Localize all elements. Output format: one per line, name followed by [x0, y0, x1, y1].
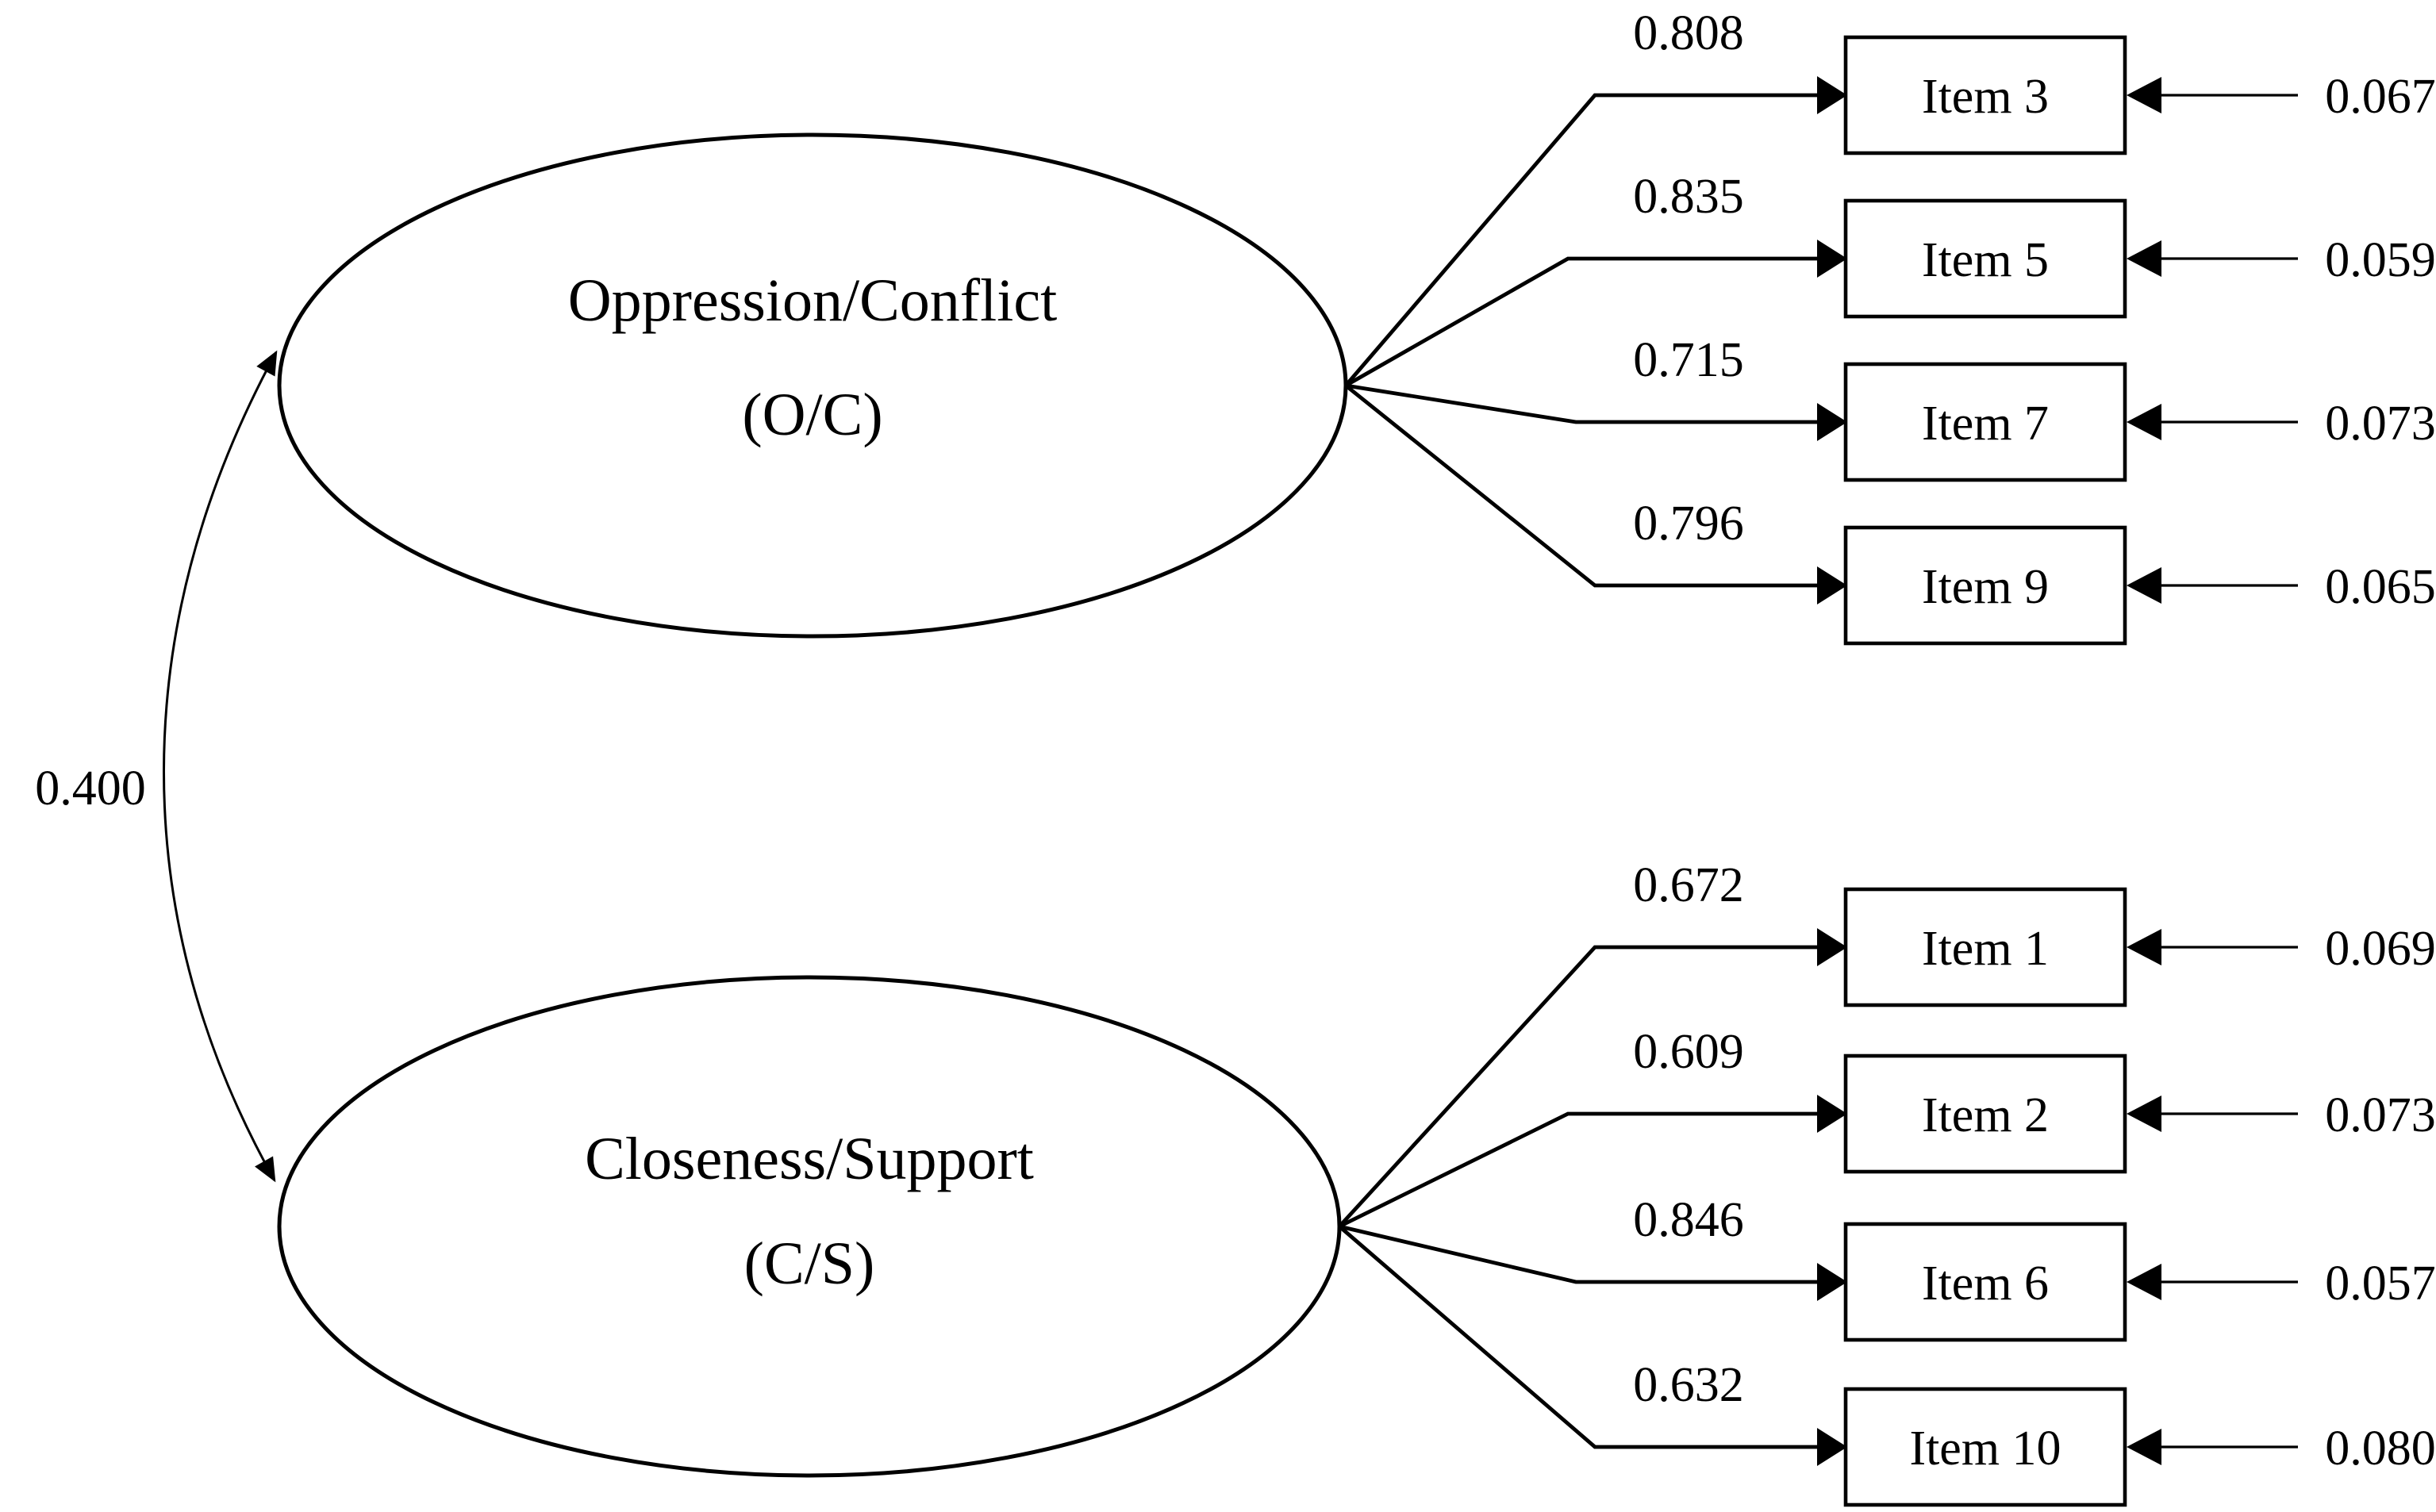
item-box — [1843, 35, 2127, 155]
indicator-group: 0.715 Item 7 0.073 — [1345, 333, 2436, 482]
loading-path — [1338, 1111, 1820, 1229]
item-box — [1843, 362, 2127, 482]
error-value: 0.080 — [2325, 1422, 2436, 1476]
loading-arrowhead-icon — [1817, 1263, 1847, 1301]
factor-correlation-arrow: 0.400 — [35, 350, 278, 1183]
item-box — [1843, 1222, 2127, 1342]
correlation-value: 0.400 — [35, 762, 146, 815]
loading-arrowhead-icon — [1817, 76, 1847, 114]
error-arrowhead-icon — [2127, 77, 2161, 113]
loading-path — [1338, 1225, 1820, 1449]
loading-value: 0.808 — [1633, 6, 1744, 60]
factor-name-cs: Closeness/Support — [585, 1126, 1034, 1192]
loading-value: 0.609 — [1633, 1025, 1744, 1079]
loading-arrowhead-icon — [1817, 928, 1847, 966]
loading-value: 0.632 — [1633, 1358, 1744, 1412]
indicator-group: 0.796 Item 9 0.065 — [1344, 384, 2436, 646]
item-label: Item 1 — [1922, 922, 2049, 976]
item-box — [1843, 525, 2127, 646]
item-label: Item 7 — [1922, 397, 2049, 451]
loading-arrowhead-icon — [1817, 403, 1847, 441]
loading-value: 0.846 — [1633, 1193, 1744, 1247]
error-value: 0.073 — [2325, 1088, 2436, 1142]
correlation-curve-upper — [163, 350, 278, 771]
error-value: 0.059 — [2325, 233, 2436, 287]
error-arrowhead-icon — [2127, 929, 2161, 965]
loading-path — [1344, 93, 1820, 387]
item-box — [1843, 198, 2127, 319]
loading-arrowhead-icon — [1817, 240, 1847, 278]
item-label: Item 5 — [1922, 233, 2049, 287]
indicator-group: 0.672 Item 1 0.069 — [1338, 858, 2436, 1228]
error-arrowhead-icon — [2127, 567, 2161, 604]
loading-value: 0.835 — [1633, 170, 1744, 224]
factor-abbrev-oc: (O/C) — [742, 382, 882, 448]
loading-path — [1339, 1224, 1820, 1284]
error-arrowhead-icon — [2127, 1096, 2161, 1132]
item-label: Item 9 — [1922, 560, 2049, 614]
error-value: 0.069 — [2325, 922, 2436, 976]
error-arrowhead-icon — [2127, 1264, 2161, 1300]
loading-value: 0.715 — [1633, 333, 1744, 387]
error-arrowhead-icon — [2127, 240, 2161, 277]
loading-value: 0.672 — [1633, 858, 1744, 912]
factor-abbrev-cs: (C/S) — [744, 1230, 875, 1297]
correlation-curve-lower — [162, 769, 276, 1183]
item-box — [1843, 1053, 2127, 1174]
indicator-group: 0.846 Item 6 0.057 — [1339, 1193, 2436, 1342]
item-box — [1843, 887, 2127, 1007]
factor-name-oc: Oppression/Conflict — [568, 267, 1057, 334]
loading-arrowhead-icon — [1817, 566, 1847, 604]
loading-arrowhead-icon — [1817, 1095, 1847, 1133]
loading-value: 0.796 — [1633, 497, 1744, 551]
latent-factor-oc: Oppression/Conflict (O/C) — [277, 132, 1348, 639]
error-value: 0.057 — [2325, 1257, 2436, 1311]
latent-factor-cs: Closeness/Support (C/S) — [277, 975, 1342, 1478]
loading-path — [1344, 384, 1820, 588]
loading-arrowhead-icon — [1817, 1428, 1847, 1466]
item-label: Item 10 — [1909, 1422, 2061, 1476]
loading-path — [1344, 256, 1820, 388]
item-label: Item 3 — [1922, 70, 2049, 124]
indicator-group: 0.609 Item 2 0.073 — [1338, 1025, 2436, 1229]
error-arrowhead-icon — [2127, 404, 2161, 440]
error-value: 0.067 — [2325, 70, 2436, 124]
indicator-group: 0.632 Item 10 0.080 — [1338, 1225, 2436, 1507]
item-label: Item 2 — [1922, 1088, 2049, 1142]
loading-path — [1345, 383, 1820, 424]
item-box — [1843, 1387, 2127, 1507]
indicator-group: 0.808 Item 3 0.067 — [1344, 6, 2436, 387]
loading-path — [1338, 945, 1820, 1228]
error-value: 0.073 — [2325, 397, 2436, 451]
error-arrowhead-icon — [2127, 1429, 2161, 1465]
factor-ellipse-cs — [277, 975, 1342, 1478]
item-label: Item 6 — [1922, 1257, 2049, 1311]
error-value: 0.065 — [2325, 560, 2436, 614]
indicator-group: 0.835 Item 5 0.059 — [1344, 170, 2436, 388]
